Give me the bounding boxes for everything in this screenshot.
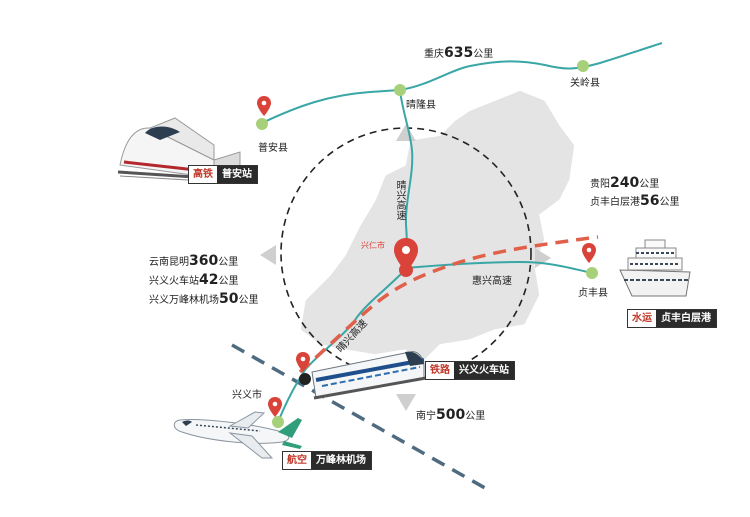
boundary-dash-line	[231, 343, 486, 490]
place-zhenfeng: 贞丰县	[578, 288, 608, 299]
arrow-south	[396, 394, 416, 411]
airplane-icon	[173, 411, 302, 459]
badge-highspeed: 高铁普安站	[188, 165, 258, 184]
map-pin-icon	[268, 397, 282, 417]
node-qinglong	[394, 84, 406, 96]
place-guanling: 关岭县	[570, 78, 600, 89]
arrow-east	[535, 248, 551, 268]
map-pin-icon	[582, 243, 596, 263]
distance-chongqing: 重庆635公里	[424, 45, 494, 61]
place-qinglong: 晴隆县	[406, 100, 436, 111]
huixing-highway	[405, 260, 593, 274]
node-guanling	[577, 60, 589, 72]
node-airport	[272, 416, 284, 428]
road-qingxing-vertical: 晴兴高速	[394, 180, 405, 220]
place-xingren: 兴仁市	[361, 241, 385, 250]
road-huixing: 惠兴高速	[472, 276, 512, 287]
map-pin-icon	[296, 352, 310, 372]
node-zhenfeng	[586, 267, 598, 279]
rail-dash-line	[298, 235, 599, 374]
badge-water: 水运贞丰白层港	[627, 309, 717, 328]
passenger-train-icon	[311, 351, 427, 400]
badge-rail: 铁路兴义火车站	[425, 361, 515, 380]
xingren-pin-icon	[394, 238, 418, 272]
xingren-region-shape	[299, 89, 576, 367]
north-route	[261, 42, 663, 124]
place-puan: 普安县	[258, 143, 288, 154]
map-pin-icon	[257, 96, 271, 116]
distance-xingyi-station: 兴义火车站42公里	[149, 272, 239, 288]
distance-kunming: 云南昆明360公里	[149, 253, 239, 269]
place-xingyi: 兴义市	[232, 390, 262, 401]
distance-zhenfeng-port: 贞丰白层港56公里	[590, 193, 680, 209]
badge-air: 航空万峰林机场	[282, 451, 372, 470]
ferry-ship-icon	[619, 239, 691, 297]
arrow-west	[260, 245, 276, 265]
node-rail-station	[299, 373, 311, 385]
arrow-north	[396, 124, 416, 141]
distance-guiyang: 贵阳240公里	[590, 175, 660, 191]
distance-airport: 兴义万峰林机场50公里	[149, 291, 259, 307]
node-puan	[256, 118, 268, 130]
distance-nanning: 南宁500公里	[416, 407, 486, 423]
